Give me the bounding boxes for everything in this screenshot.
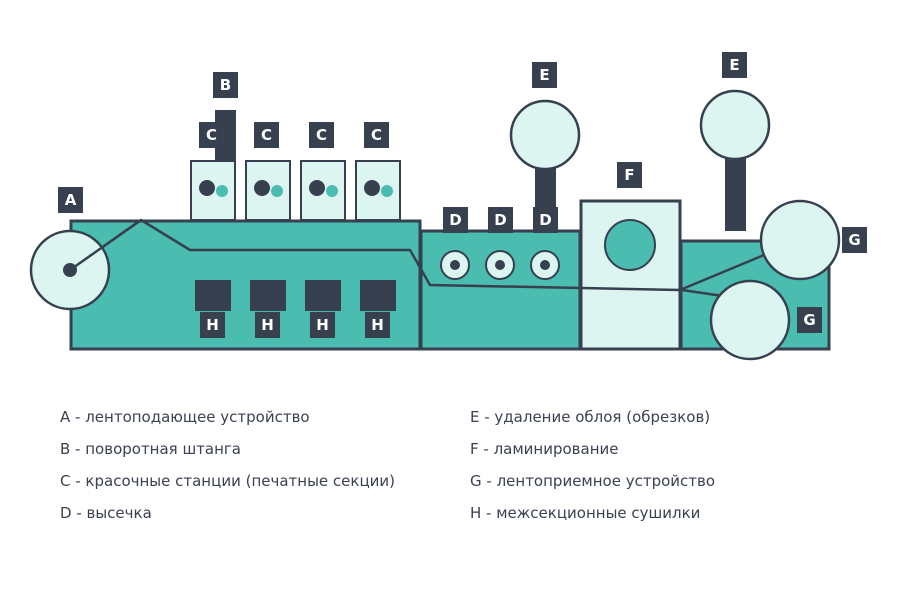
svg-text:E: E [729,56,739,74]
unwind-hub [63,263,77,277]
svg-text:D: D [494,211,506,229]
dryer-4 [360,280,396,311]
tag-c-1: C [199,122,224,148]
tag-h-3: H [310,312,335,338]
dryer-2 [250,280,286,311]
legend-item-f: F - ламинирование [470,440,619,458]
tag-e-1: E [532,62,557,88]
tag-h-4: H [365,312,390,338]
die-cut-roller-1 [440,250,470,280]
svg-text:F: F [624,166,634,184]
legend-item-b: B - поворотная штанга [60,440,242,458]
dryer-3 [305,280,341,311]
tag-d-1: D [443,207,468,233]
legend-item-h: H - межсекционные сушилки [470,504,701,522]
tag-b: B [213,72,238,98]
svg-text:C: C [316,126,327,144]
legend-item-e: E - удаление облоя (обрезков) [470,408,711,426]
rewind-roll-1 [759,199,841,281]
die-cut-roller-3 [530,250,560,280]
tag-g-2: G [797,307,822,333]
svg-text:H: H [206,316,219,334]
legend-item-c: C - красочные станции (печатные секции) [60,472,396,490]
tag-d-3: D [533,207,558,233]
svg-text:B: B [220,76,231,94]
rewind-roll-2 [709,279,791,361]
legend-item-d: D - высечка [60,504,152,522]
svg-text:H: H [316,316,329,334]
svg-text:E: E [539,66,549,84]
tag-h-2: H [255,312,280,338]
ink-station-3 [300,160,346,221]
tag-c-4: C [364,122,389,148]
tag-d-2: D [488,207,513,233]
tag-e-2: E [722,52,747,78]
svg-text:C: C [206,126,217,144]
tag-c-3: C [309,122,334,148]
svg-text:H: H [371,316,384,334]
die-cut-section-body [419,229,582,351]
svg-text:G: G [848,231,860,249]
svg-text:D: D [539,211,551,229]
legend-item-g: G - лентоприемное устройство [470,472,716,490]
svg-text:D: D [449,211,461,229]
legend-item-a: A - лентоподающее устройство [60,408,310,426]
stripping-roll-1 [509,99,581,171]
lamination-roller [604,219,656,271]
stripping-roll-2 [699,89,771,161]
unwind-web-lead [69,218,142,272]
svg-text:A: A [65,191,77,209]
svg-text:C: C [371,126,382,144]
svg-text:G: G [803,311,815,329]
ink-station-4 [355,160,401,221]
tag-a: A [58,187,83,213]
svg-text:C: C [261,126,272,144]
tag-c-2: C [254,122,279,148]
ink-station-1 [190,160,236,221]
ink-station-2 [245,160,291,221]
stripping-post-2 [725,150,746,231]
tag-f: F [617,162,642,188]
tag-g-1: G [842,227,867,253]
dryer-1 [195,280,231,311]
tag-h-1: H [200,312,225,338]
legend: A - лентоподающее устройство B - поворот… [60,408,860,538]
die-cut-roller-2 [485,250,515,280]
svg-text:H: H [261,316,274,334]
